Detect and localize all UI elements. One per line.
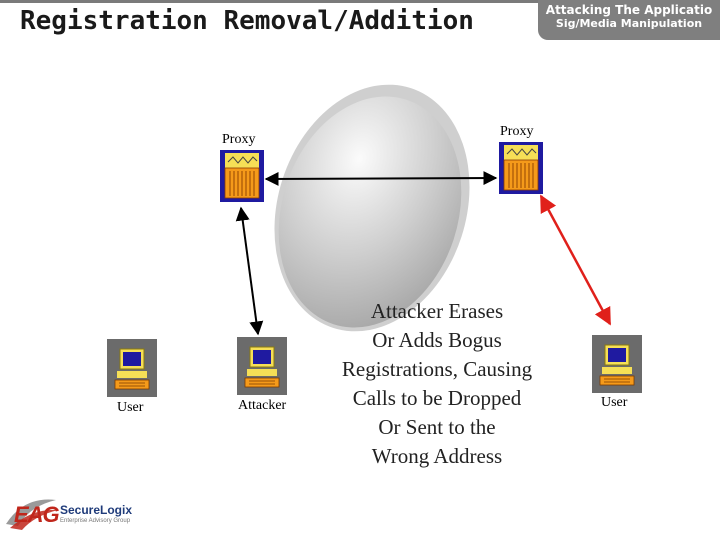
proxy-left-label: Proxy <box>222 132 256 147</box>
section-banner: Attacking The Applicatio Sig/Media Manip… <box>538 0 720 40</box>
note-line: Calls to be Dropped <box>352 386 522 410</box>
user-left-label: User <box>117 400 144 415</box>
note-line: Registrations, Causing <box>341 357 533 381</box>
proxy-right-icon <box>498 141 544 195</box>
banner-subtitle: Sig/Media Manipulation <box>555 17 703 30</box>
proxy-to-proxy-link <box>264 171 498 186</box>
attacker-to-proxy-link <box>235 206 264 336</box>
banner-title: Attacking The Applicatio <box>545 3 713 17</box>
user-left-computer-icon <box>106 338 158 398</box>
proxy-right-label: Proxy <box>500 124 534 139</box>
note-line: Wrong Address <box>371 444 503 468</box>
user-right-computer-icon <box>591 334 643 394</box>
attack-link <box>539 194 612 326</box>
network-cloud-icon <box>274 84 470 332</box>
proxy-left-icon <box>219 149 265 203</box>
note-line: Or Adds Bogus <box>372 328 502 352</box>
logo-swoosh-icon <box>6 499 58 530</box>
attacker-label: Attacker <box>238 398 287 413</box>
note-line: Attacker Erases <box>370 299 504 323</box>
note-line: Or Sent to the <box>378 415 496 439</box>
logo-name: SecureLogix <box>60 503 133 517</box>
logo-tagline: Enterprise Advisory Group <box>60 518 131 524</box>
page-title: Registration Removal/Addition <box>20 6 474 36</box>
company-logo: EAG SecureLogix Enterprise Advisory Grou… <box>4 494 144 534</box>
attack-description: Attacker Erases Or Adds Bogus Registrati… <box>322 297 552 471</box>
user-right-label: User <box>601 395 628 410</box>
top-border <box>0 0 720 3</box>
attacker-computer-icon <box>236 336 288 396</box>
logo-brand: EAG <box>14 502 60 527</box>
